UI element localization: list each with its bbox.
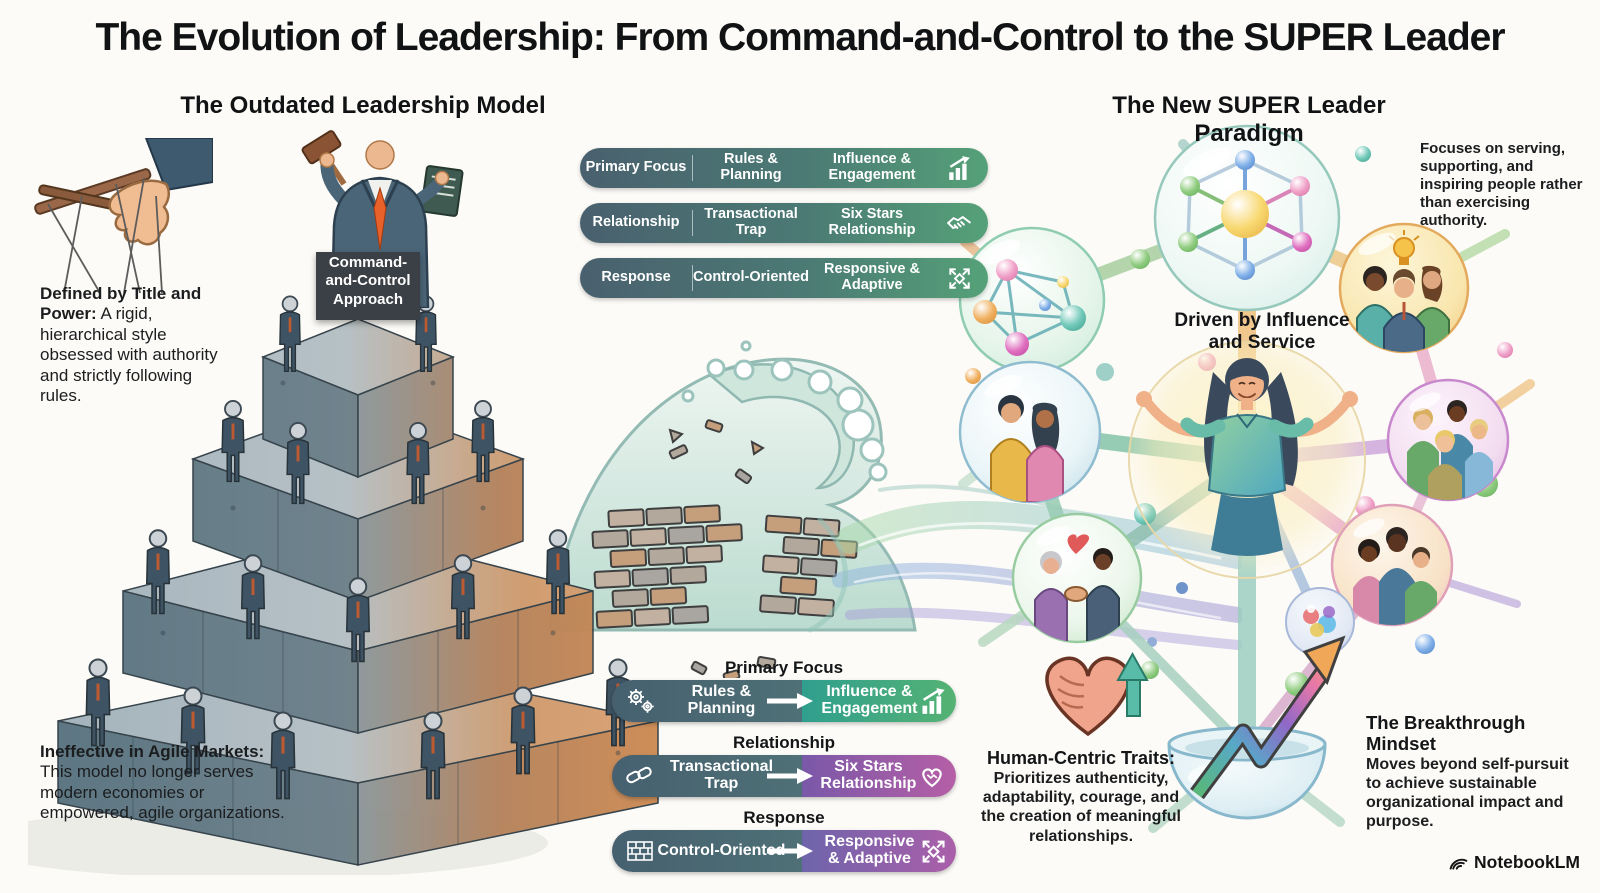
transform-arrow-icon bbox=[763, 767, 815, 785]
row-label: Response bbox=[601, 269, 671, 286]
focus-text: Focuses on serving, supporting, and insp… bbox=[1420, 140, 1583, 229]
old-value: Rules & Planning bbox=[687, 683, 756, 717]
divider bbox=[692, 265, 693, 291]
left-section-title: The Outdated Leadership Model bbox=[180, 92, 546, 119]
heart-handshake-illustration bbox=[1045, 651, 1149, 737]
wave-breaking-wall-illustration bbox=[548, 340, 1242, 678]
old-value: Control-Oriented bbox=[657, 841, 786, 859]
transformation-heading: Response bbox=[743, 808, 825, 827]
old-value: Rules & Planning bbox=[720, 151, 782, 183]
brick-wall-icon bbox=[623, 836, 657, 866]
notebooklm-watermark: NotebookLM bbox=[1448, 852, 1580, 873]
expand-arrows-icon bbox=[919, 837, 947, 865]
new-value: Responsive & Adaptive bbox=[824, 833, 915, 867]
right-section-title: The New SUPER Leader Paradigm bbox=[1112, 92, 1386, 147]
comparison-row-primary-focus: Primary Focus Rules & Planning Influence… bbox=[580, 148, 988, 188]
breakthrough-text: The Breakthrough Mindset Moves beyond se… bbox=[1366, 712, 1571, 831]
divider bbox=[692, 155, 693, 181]
idea-team-bubble bbox=[1338, 222, 1470, 354]
handshake-icon bbox=[935, 210, 983, 236]
growth-chart-icon bbox=[935, 155, 983, 181]
expand-arrows-icon bbox=[935, 265, 983, 291]
defined-by-title-text: Defined by Title and Power: A rigid, hie… bbox=[40, 284, 238, 406]
rainbow-arrow bbox=[1192, 668, 1328, 798]
couple-bubble bbox=[958, 360, 1102, 504]
ineffective-body: This model no longer serves modern econo… bbox=[40, 762, 285, 823]
leader-head bbox=[365, 140, 395, 170]
old-value: Transactional Trap bbox=[669, 758, 774, 792]
debris bbox=[668, 419, 777, 678]
gears-icon bbox=[623, 686, 657, 716]
human-centric-body: Prioritizes authenticity, adaptability, … bbox=[980, 770, 1181, 845]
comparison-row-relationship: Relationship Transactional Trap Six Star… bbox=[580, 203, 988, 243]
breakthrough-body: Moves beyond self-pursuit to achieve sus… bbox=[1366, 755, 1569, 831]
growth-bowl bbox=[1167, 635, 1346, 820]
puppet-strings bbox=[47, 177, 163, 293]
wave-foam bbox=[681, 340, 888, 482]
network-bubbles-illustration bbox=[958, 124, 1535, 833]
up-arrow-icon bbox=[1116, 651, 1149, 717]
new-value: Six Stars Relationship bbox=[828, 206, 916, 238]
super-leader-figure bbox=[1128, 341, 1366, 579]
care-pair-bubble bbox=[1011, 512, 1143, 644]
transformation-row-response: Control-Oriented Responsive & Adaptive bbox=[612, 830, 956, 872]
transformation-section: Primary Focus Rules & Planning Influence… bbox=[612, 658, 956, 883]
ineffective-text: Ineffective in Agile Markets: This model… bbox=[40, 742, 288, 824]
divider bbox=[692, 210, 693, 236]
transform-arrow-icon bbox=[763, 692, 815, 710]
brick-wall bbox=[591, 419, 858, 678]
transformation-row-primary-focus: Rules & Planning Influence & Engagement bbox=[612, 680, 956, 722]
transformation-heading: Relationship bbox=[732, 733, 835, 752]
transformation-row-relationship: Transactional Trap Six Stars Relationshi… bbox=[612, 755, 956, 797]
transformation-heading: Primary Focus bbox=[724, 658, 844, 677]
comparison-table: Primary Focus Rules & Planning Influence… bbox=[580, 148, 988, 313]
heart-handshake-icon bbox=[917, 762, 947, 790]
flow-ribbons bbox=[807, 484, 1242, 650]
old-value: Transactional Trap bbox=[704, 206, 798, 238]
comparison-row-response: Response Control-Oriented Responsive & A… bbox=[580, 258, 988, 298]
lightbulb-icon bbox=[1388, 230, 1420, 265]
new-value: Influence & Engagement bbox=[828, 151, 916, 183]
command-control-label: Command- and-Control Approach bbox=[316, 252, 420, 320]
human-centric-lead: Human-Centric Traits: bbox=[986, 748, 1176, 768]
row-label: Relationship bbox=[592, 214, 680, 231]
breakthrough-lead: The Breakthrough Mindset bbox=[1366, 712, 1526, 755]
block-seams bbox=[132, 488, 559, 844]
page-title: The Evolution of Leadership: From Comman… bbox=[95, 16, 1505, 59]
rule-book bbox=[420, 165, 464, 217]
row-label: Primary Focus bbox=[585, 159, 687, 176]
watermark-label: NotebookLM bbox=[1474, 852, 1580, 872]
molecule-bubble bbox=[958, 226, 1106, 374]
heart-icon bbox=[1067, 534, 1090, 554]
old-value: Control-Oriented bbox=[693, 269, 809, 286]
new-value: Responsive & Adaptive bbox=[824, 261, 920, 293]
puppet-hand-illustration bbox=[34, 138, 213, 293]
puppet-hand bbox=[108, 179, 170, 246]
hierarchy-pyramid-illustration bbox=[28, 295, 659, 875]
human-centric-text: Human-Centric Traits: Prioritizes authen… bbox=[972, 748, 1190, 846]
notebooklm-logo-icon bbox=[1448, 852, 1469, 873]
team-four-bubble bbox=[1386, 378, 1510, 502]
driven-text: Driven by Influence and Service bbox=[1174, 310, 1350, 354]
growth-chart-icon bbox=[919, 687, 947, 715]
bolt-dots bbox=[95, 380, 621, 756]
chain-link-icon bbox=[623, 761, 657, 791]
new-value: Influence & Engagement bbox=[821, 683, 918, 717]
defined-body: A rigid, hierarchical style obsessed wit… bbox=[40, 304, 218, 405]
hex-molecule-bubble bbox=[1153, 124, 1341, 312]
new-value: Six Stars Relationship bbox=[820, 758, 917, 792]
ineffective-lead: Ineffective in Agile Markets: bbox=[40, 742, 265, 761]
defined-lead: Defined by Title and Power: bbox=[40, 284, 202, 324]
transform-arrow-icon bbox=[763, 842, 815, 860]
